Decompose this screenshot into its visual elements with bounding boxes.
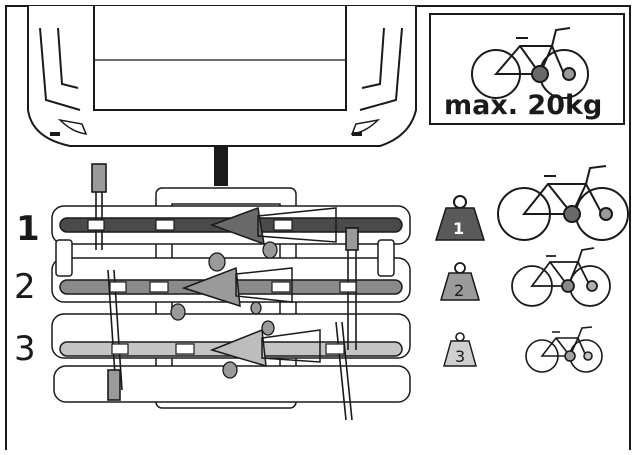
bike-icon [497,165,629,241]
weight-label-2: 2 [454,281,464,300]
weight-icon: 3 [443,332,477,367]
bike-icon [471,27,589,99]
max-load-frame [429,13,625,125]
weight-icon: 2 [439,262,481,301]
row-label-1: 1 [16,209,40,249]
weight-label-1: 1 [453,219,464,238]
bike-carrier-icon [51,163,411,421]
weight-icon: 1 [434,195,486,241]
weight-label-3: 3 [455,347,465,366]
row-label-2: 2 [14,267,36,307]
max-load-box: max. 20kg [429,13,625,125]
row-label-3: 3 [14,329,36,369]
max-load-label: max. 20kg [444,90,602,121]
bike-icon [525,326,603,373]
bike-icon [511,247,611,307]
car-rear-icon [27,6,417,147]
